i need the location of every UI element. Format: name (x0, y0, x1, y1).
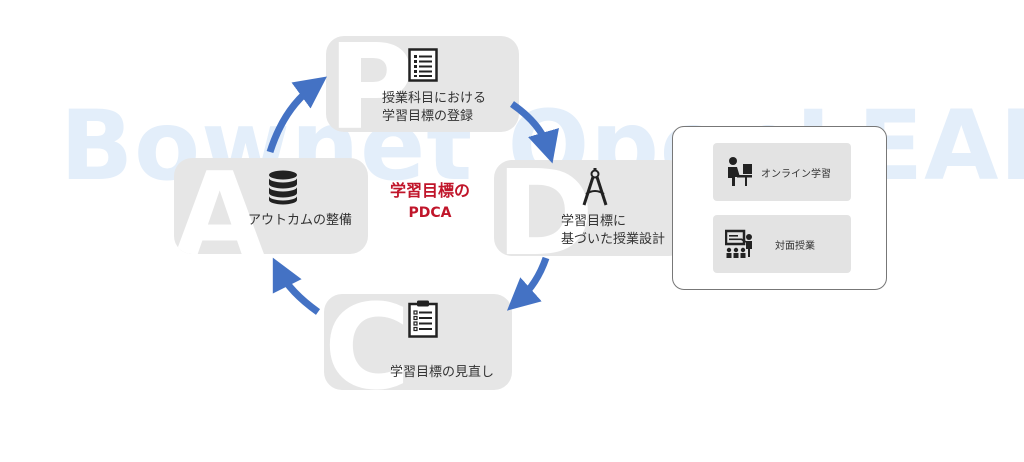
plan-letter: P (328, 36, 415, 132)
do-label-line2: 基づいた授業設計 (561, 232, 666, 247)
compass-icon (582, 168, 608, 206)
cycle-center-title: 学習目標の PDCA (370, 180, 490, 224)
mode-face-to-face: 対面授業 (713, 215, 851, 273)
center-title-line1: 学習目標の (389, 181, 470, 200)
check-label: 学習目標の見直し (390, 365, 495, 380)
do-letter: D (496, 160, 594, 256)
check-box: C 学習目標の見直し (324, 294, 512, 390)
list-document-icon (408, 48, 438, 82)
check-letter: C (324, 294, 411, 390)
act-label: アウトカムの整備 (248, 213, 353, 228)
mode-online: オンライン学習 (713, 143, 851, 201)
arrow-check-to-act (272, 257, 321, 315)
arrow-do-to-check (506, 256, 550, 311)
act-box: A アウトカムの整備 (174, 158, 368, 254)
plan-label-line1: 授業科目における (382, 91, 487, 106)
clipboard-checklist-icon (408, 300, 438, 338)
database-icon (269, 170, 297, 205)
arrow-plan-to-do (509, 101, 559, 164)
teacher-presenting-icon (725, 229, 752, 258)
do-box: D 学習目標に 基づいた授業設計 (494, 160, 687, 256)
person-at-computer-icon (728, 157, 752, 186)
plan-label-line2: 学習目標の登録 (382, 109, 474, 124)
arrow-act-to-plan (266, 76, 327, 154)
plan-box: P 授業科目における 学習目標の登録 (326, 36, 519, 132)
mode-online-label: オンライン学習 (761, 169, 831, 180)
center-title-line2: PDCA (408, 205, 452, 221)
do-label-line1: 学習目標に (561, 214, 627, 229)
mode-face-label: 対面授業 (775, 241, 815, 252)
learning-modes-panel: オンライン学習 対面授業 (672, 126, 887, 290)
act-letter: A (174, 158, 266, 254)
